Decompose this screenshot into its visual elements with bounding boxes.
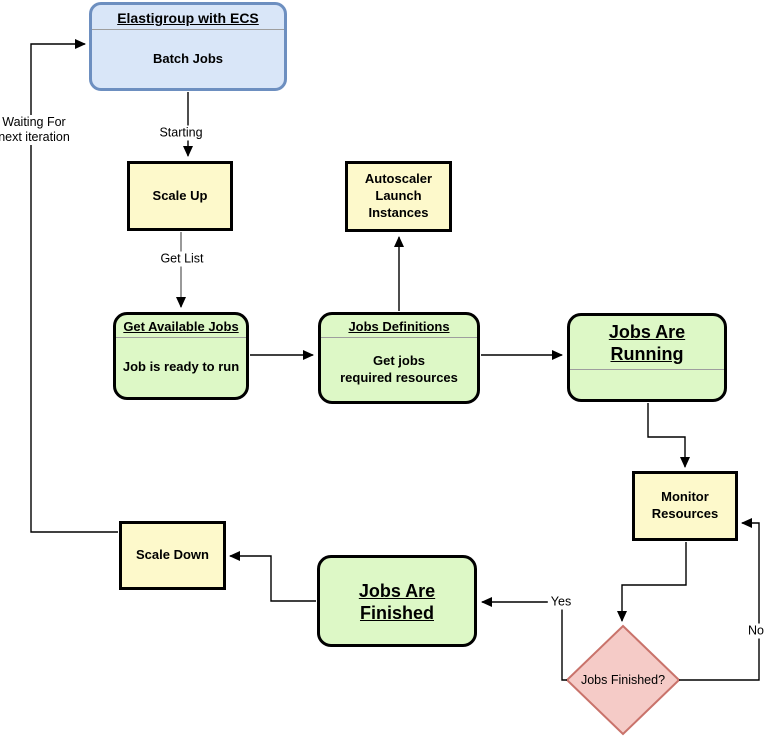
elastigroup-body: Batch Jobs <box>152 50 224 66</box>
node-get-available-jobs: Get Available Jobs Job is ready to run <box>113 312 249 400</box>
edge-label-waiting: Waiting For next iteration <box>0 115 73 145</box>
node-elastigroup: Elastigroup with ECS Batch Jobs <box>89 2 287 91</box>
node-autoscaler: Autoscaler Launch Instances <box>345 161 452 232</box>
scale-down-label: Scale Down <box>136 547 209 563</box>
edge-monitor-to-decision <box>617 542 687 622</box>
node-jobs-are-finished: Jobs Are Finished <box>317 555 477 647</box>
node-scale-down: Scale Down <box>119 521 226 590</box>
jobs-definitions-divider <box>321 337 477 338</box>
edge-label-starting: Starting <box>156 125 206 141</box>
edge-no-decision-to-monitor <box>679 518 760 681</box>
elastigroup-title: Elastigroup with ECS <box>117 10 259 26</box>
jobs-definitions-body: Get jobs required resources <box>340 352 458 385</box>
jobs-finished-decision-diamond <box>565 624 681 736</box>
elastigroup-divider <box>92 29 284 30</box>
autoscaler-label: Autoscaler Launch Instances <box>364 171 433 220</box>
node-jobs-are-running: Jobs Are Running <box>567 313 727 402</box>
jobs-are-finished-title: Jobs Are Finished <box>358 580 436 623</box>
scale-up-label: Scale Up <box>152 187 208 203</box>
edge-yes-decision-to-finished <box>481 597 567 681</box>
jobs-finished-decision-label: Jobs Finished? <box>580 673 666 687</box>
get-available-jobs-body: Job is ready to run <box>122 359 240 375</box>
monitor-resources-label: Monitor Resources <box>651 489 719 521</box>
edge-label-get-list: Get List <box>157 251 207 267</box>
node-monitor-resources: Monitor Resources <box>632 471 738 541</box>
jobs-are-running-title: Jobs Are Running <box>608 322 686 364</box>
get-available-jobs-divider <box>116 337 246 338</box>
edge-waiting-next-iteration <box>30 39 118 533</box>
edge-finished-to-scale-down <box>229 551 316 602</box>
node-scale-up: Scale Up <box>127 161 233 231</box>
edge-label-no: No <box>745 623 766 639</box>
node-jobs-definitions: Jobs Definitions Get jobs required resou… <box>318 312 480 404</box>
jobs-are-running-body <box>570 370 724 399</box>
edge-label-yes: Yes <box>547 594 575 610</box>
jobs-definitions-title: Jobs Definitions <box>348 319 450 334</box>
edge-running-to-monitor <box>647 403 690 468</box>
jobs-are-running-divider <box>570 369 724 370</box>
get-available-jobs-title: Get Available Jobs <box>123 319 239 334</box>
